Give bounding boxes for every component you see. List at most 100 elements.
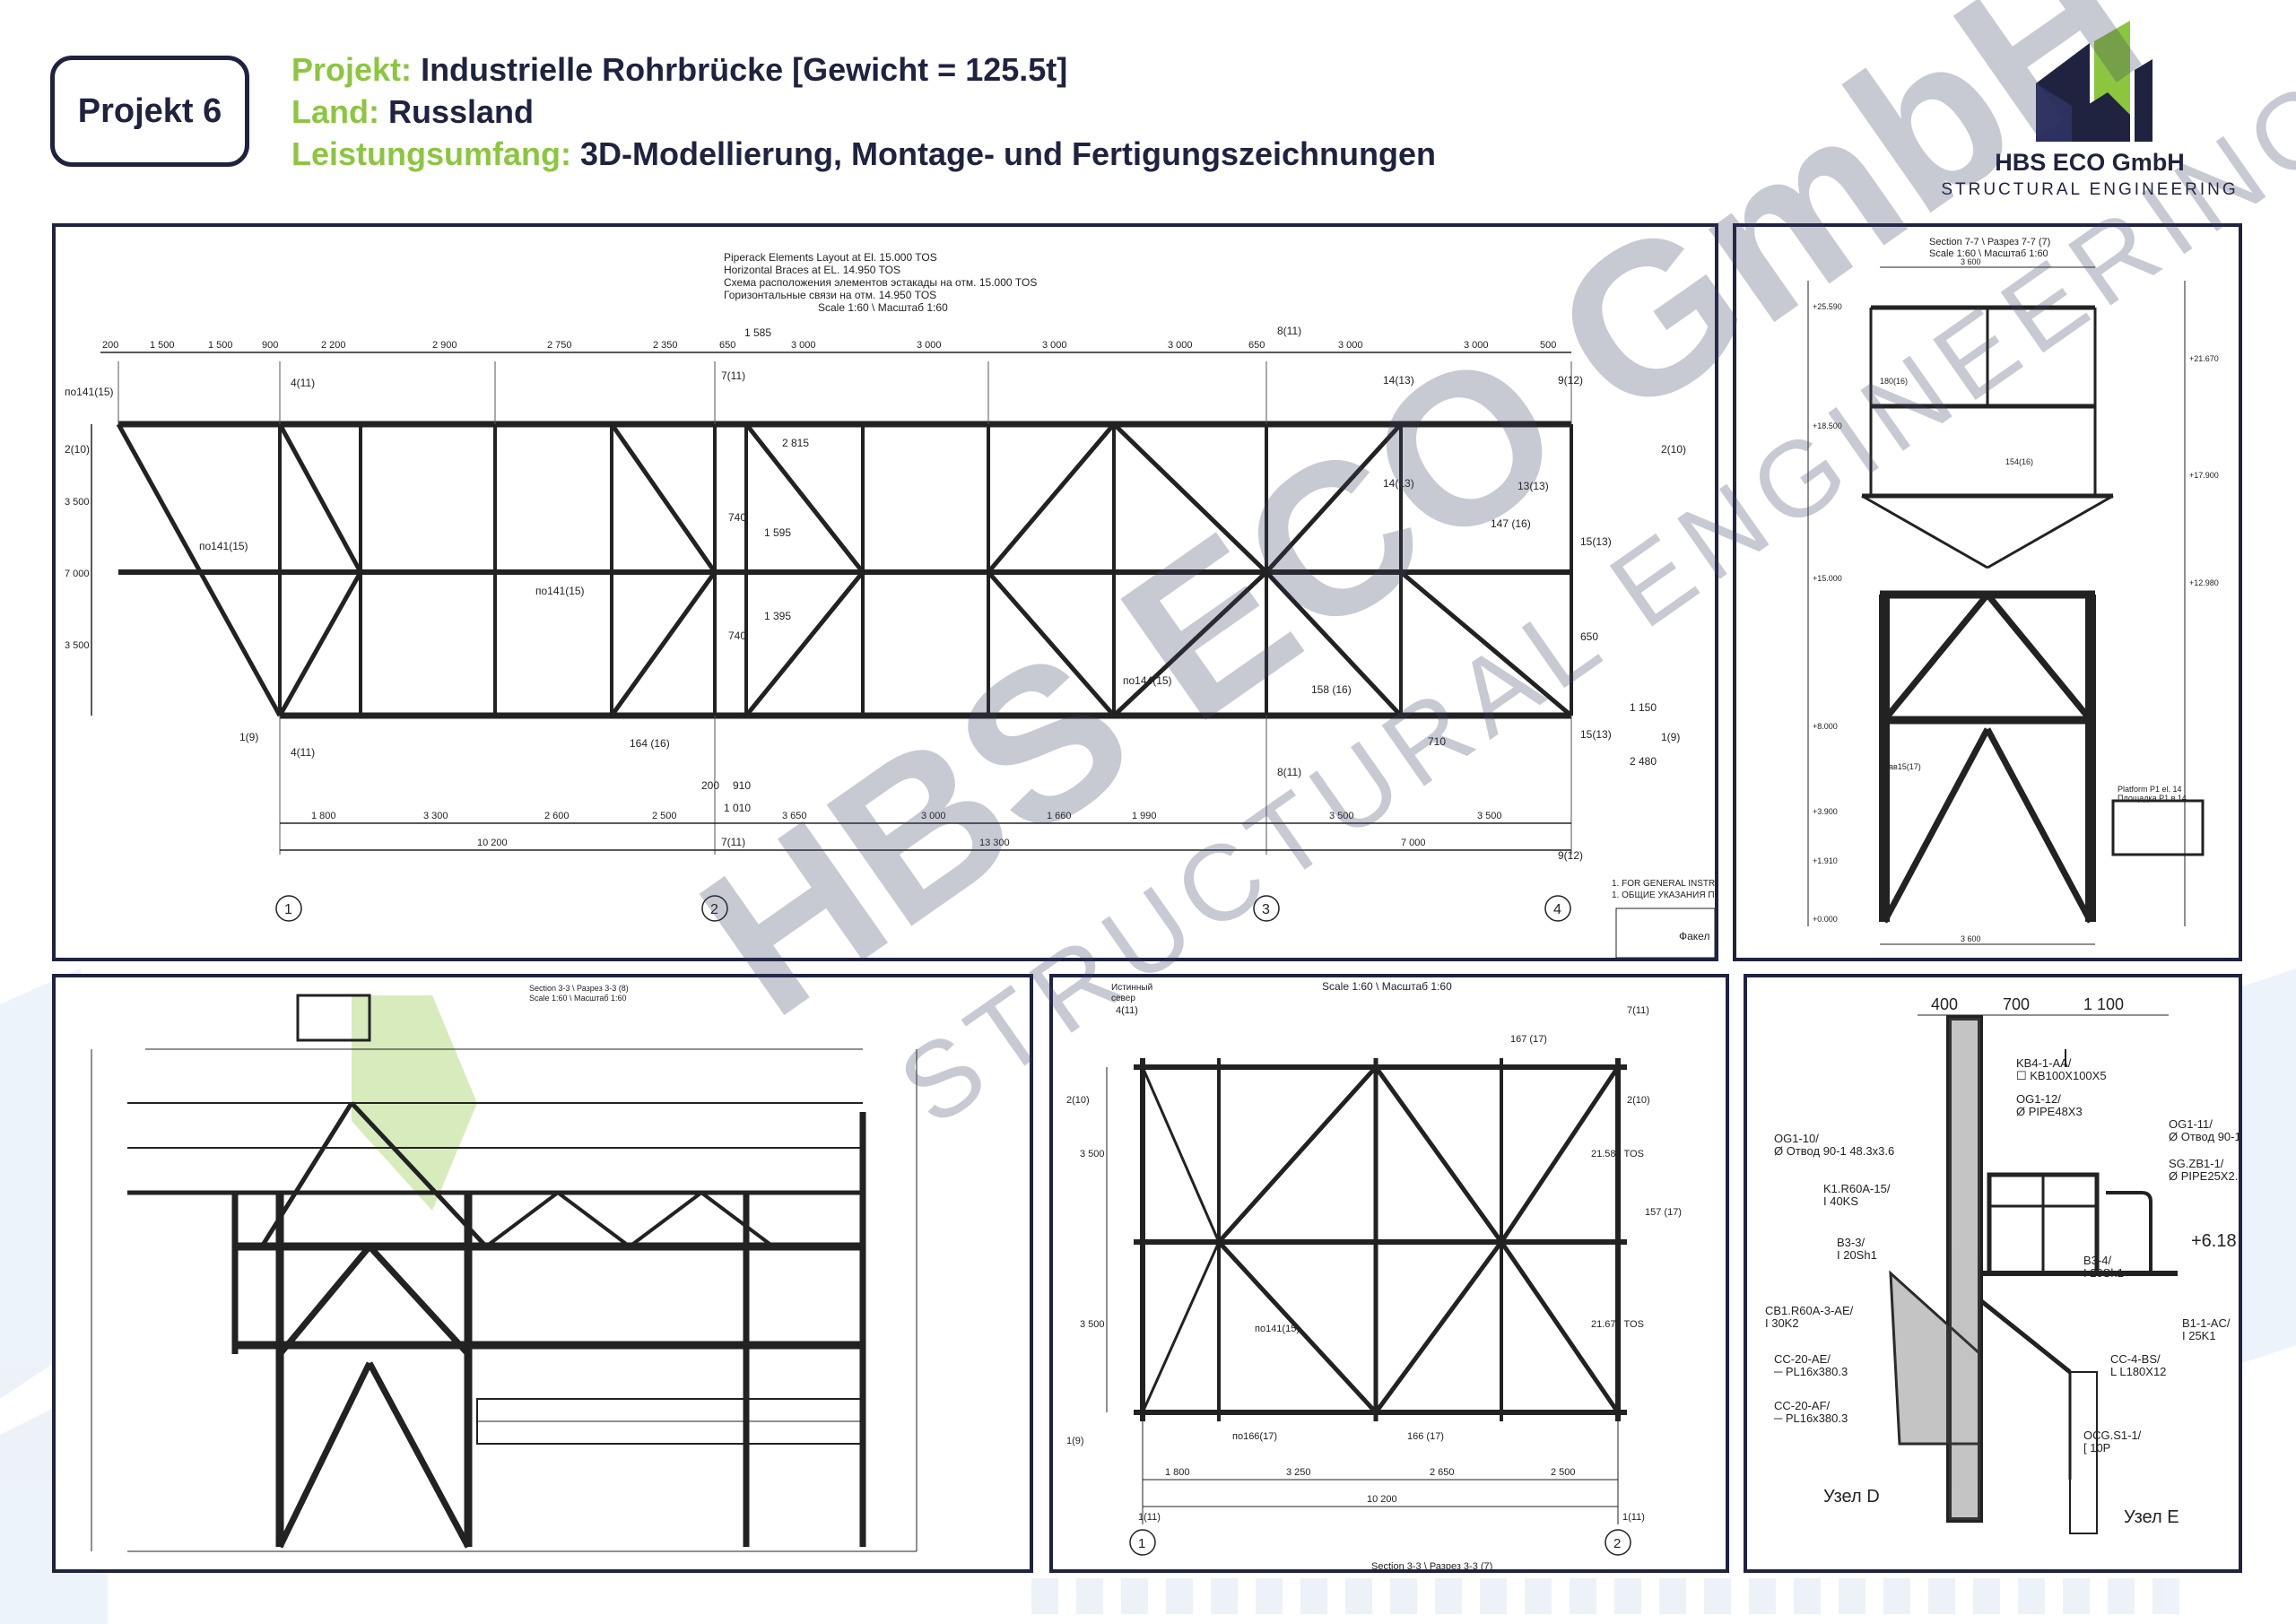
svg-text:1 800: 1 800 [1165,1467,1190,1478]
svg-text:2: 2 [1613,1536,1621,1551]
svg-text:SG.ZB1-1/: SG.ZB1-1/ [2169,1157,2224,1170]
svg-text:900: 900 [262,340,278,351]
drawing-section: Section 7-7 \ Разрез 7-7 (7) Scale 1:60 … [1807,237,2219,945]
svg-text:2(10): 2(10) [1066,1095,1090,1106]
svg-text:7 000: 7 000 [1401,838,1426,848]
panel-detail: 400 700 1 100 KB4-1-AA/ ☐ KB100X100X5 OG… [1744,974,2242,1573]
svg-text:+0.000: +0.000 [1813,915,1838,924]
svg-text:+3.900: +3.900 [1813,807,1838,816]
plan-notes: 1. FOR GENERAL INSTRU 1. ОБЩИЕ УКАЗАНИЯ … [1612,879,1715,900]
svg-text:13(13): 13(13) [1518,480,1549,492]
plan-scale: Scale 1:60 \ Масштаб 1:60 [818,301,948,314]
svg-text:по141(15): по141(15) [535,585,585,597]
svg-text:1 100: 1 100 [2083,995,2124,1013]
svg-text:2(10): 2(10) [1661,443,1686,456]
svg-text:4(11): 4(11) [291,377,315,389]
svg-text:по166(17): по166(17) [1232,1431,1277,1442]
svg-text:Ø PIPE25X2.5: Ø PIPE25X2.5 [2169,1169,2239,1183]
svg-text:2 650: 2 650 [1430,1467,1455,1478]
svg-text:1 500: 1 500 [150,340,175,351]
svg-text:3 650: 3 650 [782,811,807,821]
svg-text:1 990: 1 990 [1132,811,1157,821]
svg-text:[ 10P: [ 10P [2083,1441,2110,1455]
svg-text:15(13): 15(13) [1580,535,1612,548]
plan-title-2: Horizontal Braces at EL. 14.950 TOS [724,264,900,276]
svg-text:4: 4 [1553,902,1561,917]
svg-text:2 900: 2 900 [432,340,457,351]
plan2-scale: Scale 1:60 \ Масштаб 1:60 [1322,980,1452,993]
svg-text:I 25K1: I 25K1 [2182,1329,2216,1342]
plan-axis-markers: 1 2 3 4 [275,895,1571,922]
svg-text:+1.910: +1.910 [1813,856,1838,865]
svg-text:1 500: 1 500 [208,340,233,351]
svg-text:740: 740 [728,511,746,524]
svg-text:+8.000: +8.000 [1813,722,1838,731]
svg-text:+21.670: +21.670 [2189,354,2219,363]
panel-elevation: Section 3-3 \ Разрез 3-3 (8) Scale 1:60 … [52,974,1033,1573]
svg-text:1(9): 1(9) [1066,1436,1084,1446]
svg-text:B3-3/: B3-3/ [1837,1236,1865,1249]
svg-text:OG1-11/: OG1-11/ [2169,1117,2213,1131]
svg-text:3 500: 3 500 [1080,1149,1105,1159]
svg-text:2(10): 2(10) [1627,1095,1650,1106]
svg-text:3 300: 3 300 [423,811,448,821]
svg-text:13 300: 13 300 [979,838,1010,848]
svg-text:3 000: 3 000 [917,340,942,351]
svg-text:21.670 TOS: 21.670 TOS [1591,1319,1644,1330]
plan-top-dims: 200 1 500 1 500 900 2 200 2 900 2 750 2 … [102,340,1556,351]
svg-text:710: 710 [1428,735,1446,748]
svg-text:650: 650 [1248,340,1265,351]
svg-text:9(12): 9(12) [1558,849,1583,862]
svg-text:2 500: 2 500 [1551,1467,1576,1478]
logo-mark [2036,21,2152,142]
svg-text:3 500: 3 500 [65,640,90,651]
svg-text:14(13): 14(13) [1383,374,1414,386]
svg-text:CC-4-BS/: CC-4-BS/ [2110,1352,2161,1366]
svg-text:1 595: 1 595 [764,526,791,539]
project-title-line: Projekt: Industrielle Rohrbrücke [Gewich… [291,48,1436,91]
logo-name: HBS ECO GmbH [1995,149,2185,176]
scope-line: Leistungsumfang: 3D-Modellierung, Montag… [291,133,1436,175]
svg-text:10 200: 10 200 [477,838,508,848]
section-dim-bottom: 3 600 [1961,934,1981,943]
svg-text:2 750: 2 750 [547,340,572,351]
svg-text:I 20Sh1: I 20Sh1 [1837,1248,1877,1262]
svg-text:2 480: 2 480 [1630,755,1657,768]
drawing-detail: 400 700 1 100 KB4-1-AA/ ☐ KB100X100X5 OG… [1765,995,2239,1534]
svg-text:200: 200 [701,779,719,792]
svg-text:164 (16): 164 (16) [630,737,670,750]
svg-text:1 395: 1 395 [764,610,791,622]
svg-text:2: 2 [710,902,718,917]
svg-text:1 800: 1 800 [311,811,336,821]
svg-text:7(11): 7(11) [1627,1005,1649,1016]
svg-text:1 585: 1 585 [744,326,771,339]
svg-text:3 000: 3 000 [1042,340,1067,351]
svg-text:CB1.R60A-3-AE/: CB1.R60A-3-AE/ [1765,1304,1854,1317]
svg-text:200: 200 [102,340,118,351]
svg-text:9(12): 9(12) [1558,374,1583,386]
svg-text:I 20Sh1: I 20Sh1 [2083,1266,2124,1280]
svg-text:180(16): 180(16) [1880,377,1908,386]
svg-text:2 815: 2 815 [782,437,809,449]
svg-text:по144(15): по144(15) [1123,674,1172,687]
svg-text:Platform P1 el. 14: Platform P1 el. 14 [2118,785,2182,794]
project-value: Industrielle Rohrbrücke [Gewicht = 125.5… [421,51,1068,88]
svg-text:ав15(17): ав15(17) [1889,762,1921,771]
svg-text:167 (17): 167 (17) [1510,1034,1547,1045]
section-labels: +25.590 +21.670 +18.500 +17.900 +15.000 … [1813,302,2219,924]
svg-text:2 200: 2 200 [321,340,346,351]
svg-text:CC-20-AF/: CC-20-AF/ [1774,1399,1831,1412]
detail-labels: KB4-1-AA/ ☐ KB100X100X5 OG1-12/ Ø PIPE48… [1765,1056,2239,1527]
svg-text:15(13): 15(13) [1580,728,1612,741]
svg-text:1: 1 [284,902,292,917]
svg-text:1(11): 1(11) [1138,1512,1161,1523]
plan2-north-2: север [1111,994,1135,1003]
svg-text:Ø Отвод 90-1 48.3x3.6: Ø Отвод 90-1 48.3x3.6 [1774,1144,1894,1158]
logo-subtitle: STRUCTURAL ENGINEERING [1941,180,2239,199]
company-logo: HBS ECO GmbH STRUCTURAL ENGINEERING [1937,16,2242,204]
svg-text:I 40KS: I 40KS [1823,1194,1858,1208]
project-info: Projekt: Industrielle Rohrbrücke [Gewich… [291,48,1436,175]
svg-text:+6.18: +6.18 [2191,1231,2237,1251]
svg-text:1 150: 1 150 [1630,701,1657,714]
svg-text:2(10): 2(10) [65,443,90,456]
